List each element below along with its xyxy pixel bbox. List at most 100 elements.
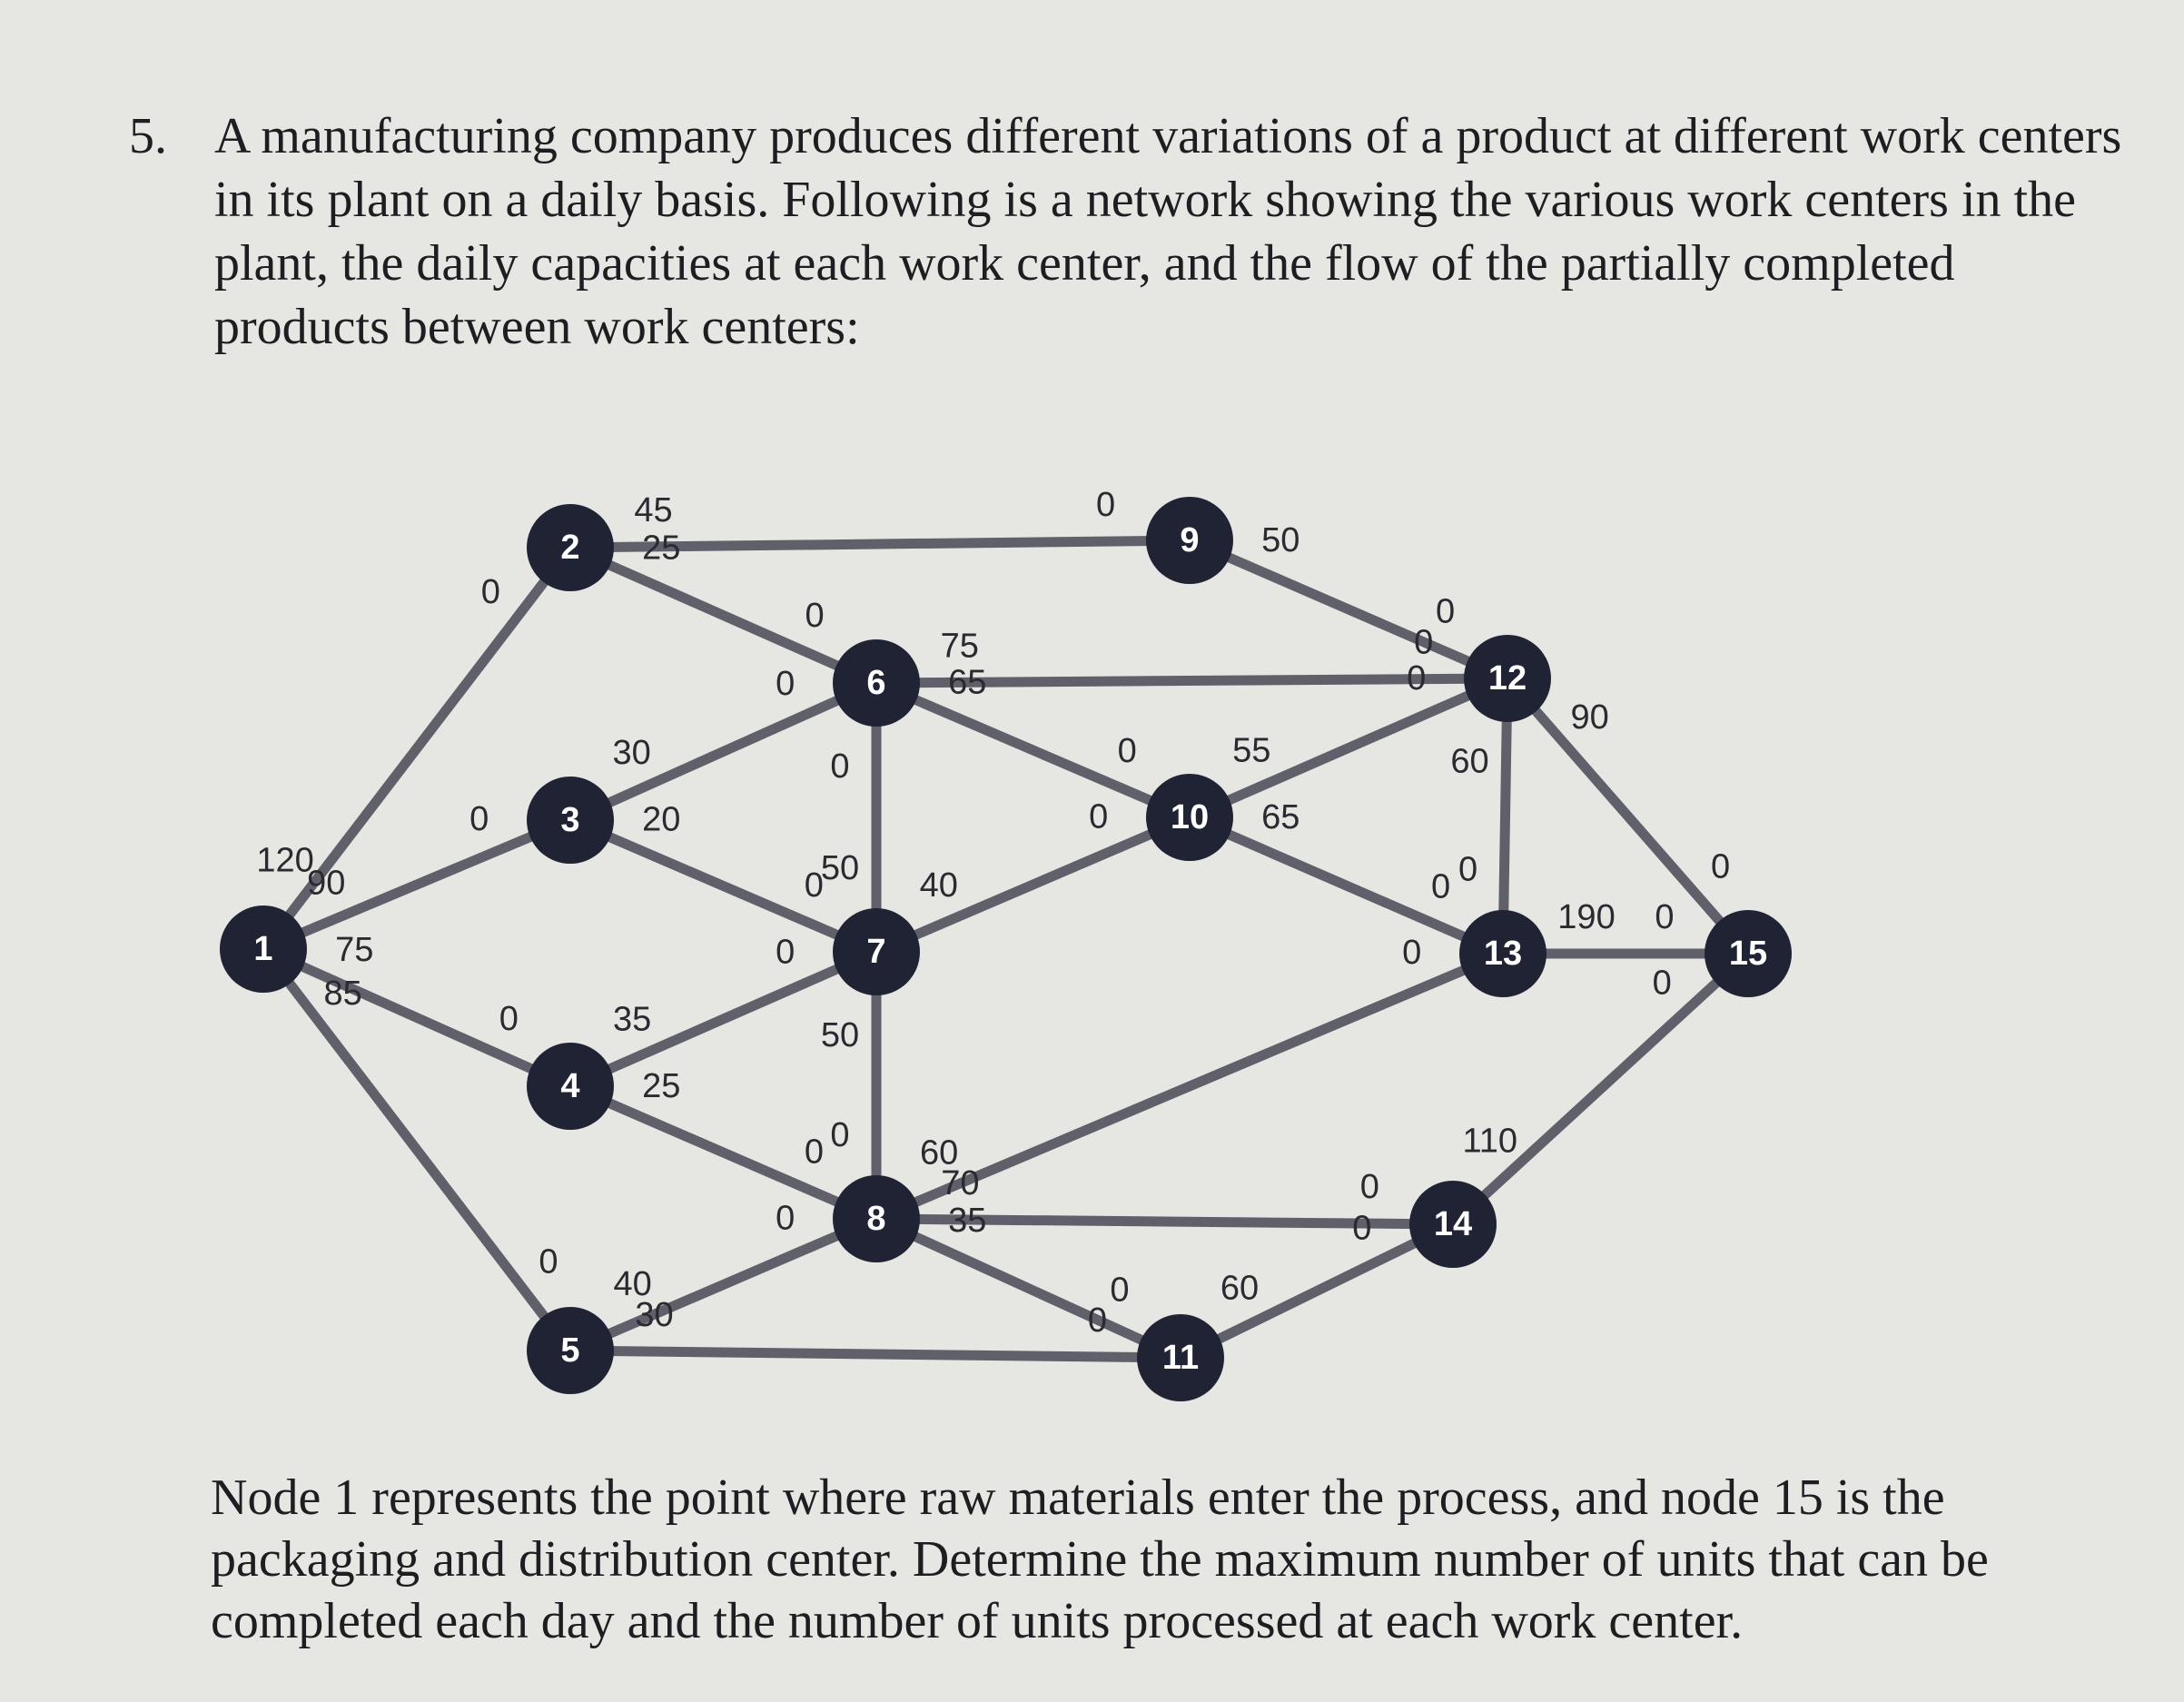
capacity-label-9-to-12: 50 xyxy=(1261,521,1300,559)
node-4: 4 xyxy=(527,1043,614,1130)
capacity-label-11-to-14: 60 xyxy=(1220,1270,1259,1308)
capacity-label-6-to-12: 75 xyxy=(941,627,979,665)
capacity-label-11-to-8: 0 xyxy=(1110,1271,1129,1309)
closing-paragraph: Node 1 represents the point where raw ma… xyxy=(211,1469,1989,1649)
node-label-2: 2 xyxy=(560,529,579,567)
capacity-label-2-to-9: 45 xyxy=(634,491,672,529)
edge-5-11 xyxy=(565,1345,1186,1363)
capacity-label-4-to-1: 0 xyxy=(499,1000,519,1038)
node-circle-7 xyxy=(833,908,920,995)
capacity-label-6-to-3: 0 xyxy=(776,665,795,703)
node-7: 7 xyxy=(833,908,920,995)
edge-12-15 xyxy=(1502,673,1754,959)
capacity-label-8-to-13: 60 xyxy=(920,1133,958,1172)
capacity-label-7-to-8: 50 xyxy=(821,1016,859,1054)
capacity-label-5-to-8: 40 xyxy=(614,1265,652,1303)
capacity-label-13-to-8: 0 xyxy=(1402,934,1421,972)
edge-11-14 xyxy=(1175,1219,1458,1363)
capacity-label-12-to-13: 60 xyxy=(1450,742,1488,780)
capacity-label-15-to-14: 0 xyxy=(1653,965,1672,1003)
capacity-label-6-to-2: 0 xyxy=(805,597,824,635)
capacity-label-13-to-12: 0 xyxy=(1458,850,1477,888)
edge-1-5 xyxy=(258,944,576,1356)
edge-1-4 xyxy=(258,944,576,1092)
capacity-label-4-to-7: 35 xyxy=(613,1000,651,1038)
edge-10-13 xyxy=(1184,812,1508,959)
edge-2-6 xyxy=(565,542,882,688)
node-circle-4 xyxy=(527,1043,614,1130)
capacity-label-3-to-1: 0 xyxy=(469,800,489,838)
capacity-label-5-to-11: 30 xyxy=(635,1296,673,1334)
node-10: 10 xyxy=(1146,774,1233,861)
edge-6-10 xyxy=(871,678,1195,823)
capacity-label-13-to-10: 0 xyxy=(1431,868,1450,906)
node-circle-6 xyxy=(833,639,920,727)
capacity-label-14-to-11: 0 xyxy=(1352,1210,1371,1248)
capacity-label-15-to-12: 0 xyxy=(1711,847,1730,886)
node-label-5: 5 xyxy=(560,1331,579,1370)
question-text: A manufacturing company produces differe… xyxy=(214,108,2122,355)
capacity-label-10-to-13: 65 xyxy=(1261,798,1300,836)
capacity-label-12-to-9: 0 xyxy=(1436,593,1455,631)
node-circle-10 xyxy=(1146,774,1233,861)
node-label-1: 1 xyxy=(253,930,272,968)
capacity-label-6-to-10: 65 xyxy=(948,664,986,702)
capacity-label-7-to-4: 0 xyxy=(776,933,795,971)
capacity-label-14-to-8: 0 xyxy=(1360,1168,1379,1206)
node-label-9: 9 xyxy=(1180,521,1199,559)
capacity-label-15-to-13: 0 xyxy=(1655,898,1674,936)
node-6: 6 xyxy=(833,639,920,727)
node-label-11: 11 xyxy=(1162,1339,1199,1377)
node-label-3: 3 xyxy=(560,801,579,839)
node-circle-12 xyxy=(1464,635,1551,722)
node-14: 14 xyxy=(1409,1181,1497,1268)
node-3: 3 xyxy=(527,777,614,864)
capacity-label-1-to-4: 75 xyxy=(335,931,373,969)
capacity-label-14-to-15: 110 xyxy=(1462,1122,1517,1160)
node-label-7: 7 xyxy=(866,933,885,971)
capacity-label-7-to-6: 50 xyxy=(821,849,859,887)
edge-8-13 xyxy=(871,948,1508,1224)
network-edges xyxy=(258,535,1754,1363)
edge-1-3 xyxy=(258,815,576,955)
edge-8-11 xyxy=(871,1213,1186,1363)
edge-3-6 xyxy=(565,678,882,826)
problem-statement: 5. A manufacturing company produces diff… xyxy=(129,104,2134,359)
node-label-4: 4 xyxy=(560,1067,579,1105)
edge-6-12 xyxy=(871,673,1513,688)
node-2: 2 xyxy=(527,504,614,591)
node-8: 8 xyxy=(833,1175,920,1262)
node-circle-1 xyxy=(220,905,307,993)
edge-5-8 xyxy=(565,1213,882,1356)
node-circle-9 xyxy=(1146,497,1233,584)
edge-7-10 xyxy=(871,812,1195,957)
capacity-label-3-to-7: 20 xyxy=(642,801,680,839)
capacity-label-7-to-10: 40 xyxy=(920,866,958,905)
capacity-label-8-to-4: 0 xyxy=(805,1133,824,1172)
capacity-label-8-to-14: 70 xyxy=(941,1164,979,1202)
capacity-label-5-to-1: 0 xyxy=(539,1243,558,1281)
capacity-label-8-to-7: 0 xyxy=(830,1116,849,1154)
capacity-label-13-to-15: 190 xyxy=(1557,898,1615,936)
capacity-label-2-to-1: 0 xyxy=(481,573,500,611)
capacity-label-12-to-10: 0 xyxy=(1407,659,1426,698)
capacity-label-10-to-6: 0 xyxy=(1118,732,1137,770)
node-label-14: 14 xyxy=(1434,1205,1472,1243)
node-label-8: 8 xyxy=(866,1200,885,1238)
capacity-label-4-to-8: 25 xyxy=(642,1067,680,1105)
edge-4-8 xyxy=(565,1081,882,1224)
edge-4-7 xyxy=(565,946,882,1092)
edge-14-15 xyxy=(1448,948,1754,1230)
node-label-15: 15 xyxy=(1729,935,1767,973)
question-number: 5. xyxy=(129,108,167,164)
capacity-label-10-to-12: 55 xyxy=(1232,731,1270,769)
node-label-6: 6 xyxy=(866,664,885,702)
edge-9-12 xyxy=(1184,535,1513,684)
edge-3-7 xyxy=(565,815,882,957)
capacity-label-8-to-11: 35 xyxy=(948,1202,986,1240)
edge-1-2 xyxy=(258,542,576,955)
edge-12-13 xyxy=(1497,673,1513,959)
capacity-label-8-to-5: 0 xyxy=(776,1200,795,1238)
